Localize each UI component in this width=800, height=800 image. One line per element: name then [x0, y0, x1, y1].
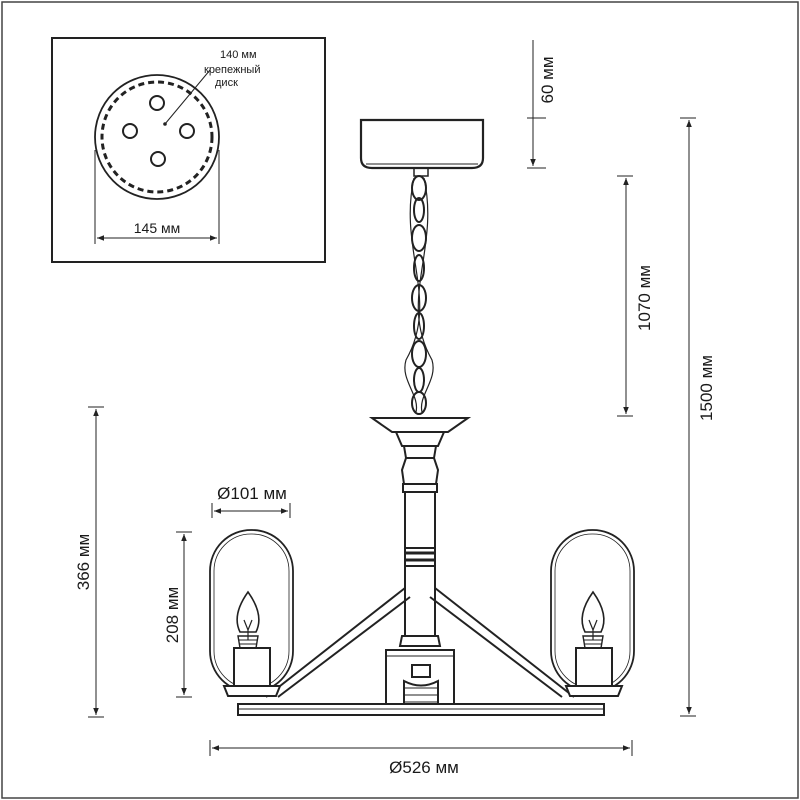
shade-diameter-label: Ø101 мм — [217, 484, 287, 503]
shade-height-label: 208 мм — [163, 587, 182, 643]
dimension-chain-length — [617, 175, 633, 417]
total-diameter-label: Ø526 мм — [389, 758, 459, 777]
total-height-label: 1500 мм — [697, 355, 716, 421]
ceiling-canopy — [359, 118, 485, 170]
mounting-plate-inset: 140 мм крепежный диск 145 мм — [51, 37, 326, 263]
arms — [265, 587, 575, 698]
right-lamp — [550, 529, 635, 697]
central-stem — [368, 417, 472, 711]
body-height-label: 366 мм — [74, 534, 93, 590]
dimension-shade-diameter — [211, 503, 291, 518]
plate-name-label-line2: диск — [215, 77, 238, 89]
plate-outer-circle — [94, 74, 220, 200]
plate-name-label-line1: крепежный — [204, 64, 260, 76]
plate-hole-top — [149, 95, 165, 111]
left-lamp — [209, 529, 294, 697]
dimension-body-height — [88, 406, 104, 718]
canopy-hook — [413, 167, 429, 177]
inset-frame — [51, 37, 326, 263]
dimension-total-height — [680, 117, 696, 717]
plate-leader-line — [164, 69, 211, 125]
right-candle-socket — [575, 647, 613, 687]
plate-hole-left — [122, 123, 138, 139]
canopy-height-label: 60 мм — [538, 56, 557, 103]
chain-length-label: 1070 мм — [635, 265, 654, 331]
inset-width-label: 145 мм — [134, 220, 181, 236]
plate-dashed-circle — [100, 80, 214, 194]
dimension-shade-height — [176, 531, 192, 698]
left-candle-bulb — [236, 590, 260, 649]
left-candle-socket — [233, 647, 271, 687]
plate-hole-bottom — [150, 151, 166, 167]
dimension-total-diameter — [209, 740, 633, 756]
plate-size-label: 140 мм — [220, 49, 257, 61]
dimension-canopy-height — [527, 40, 546, 169]
right-candle-bulb — [581, 590, 605, 649]
chain — [404, 175, 434, 415]
base-ring — [237, 703, 605, 716]
plate-hole-right — [179, 123, 195, 139]
